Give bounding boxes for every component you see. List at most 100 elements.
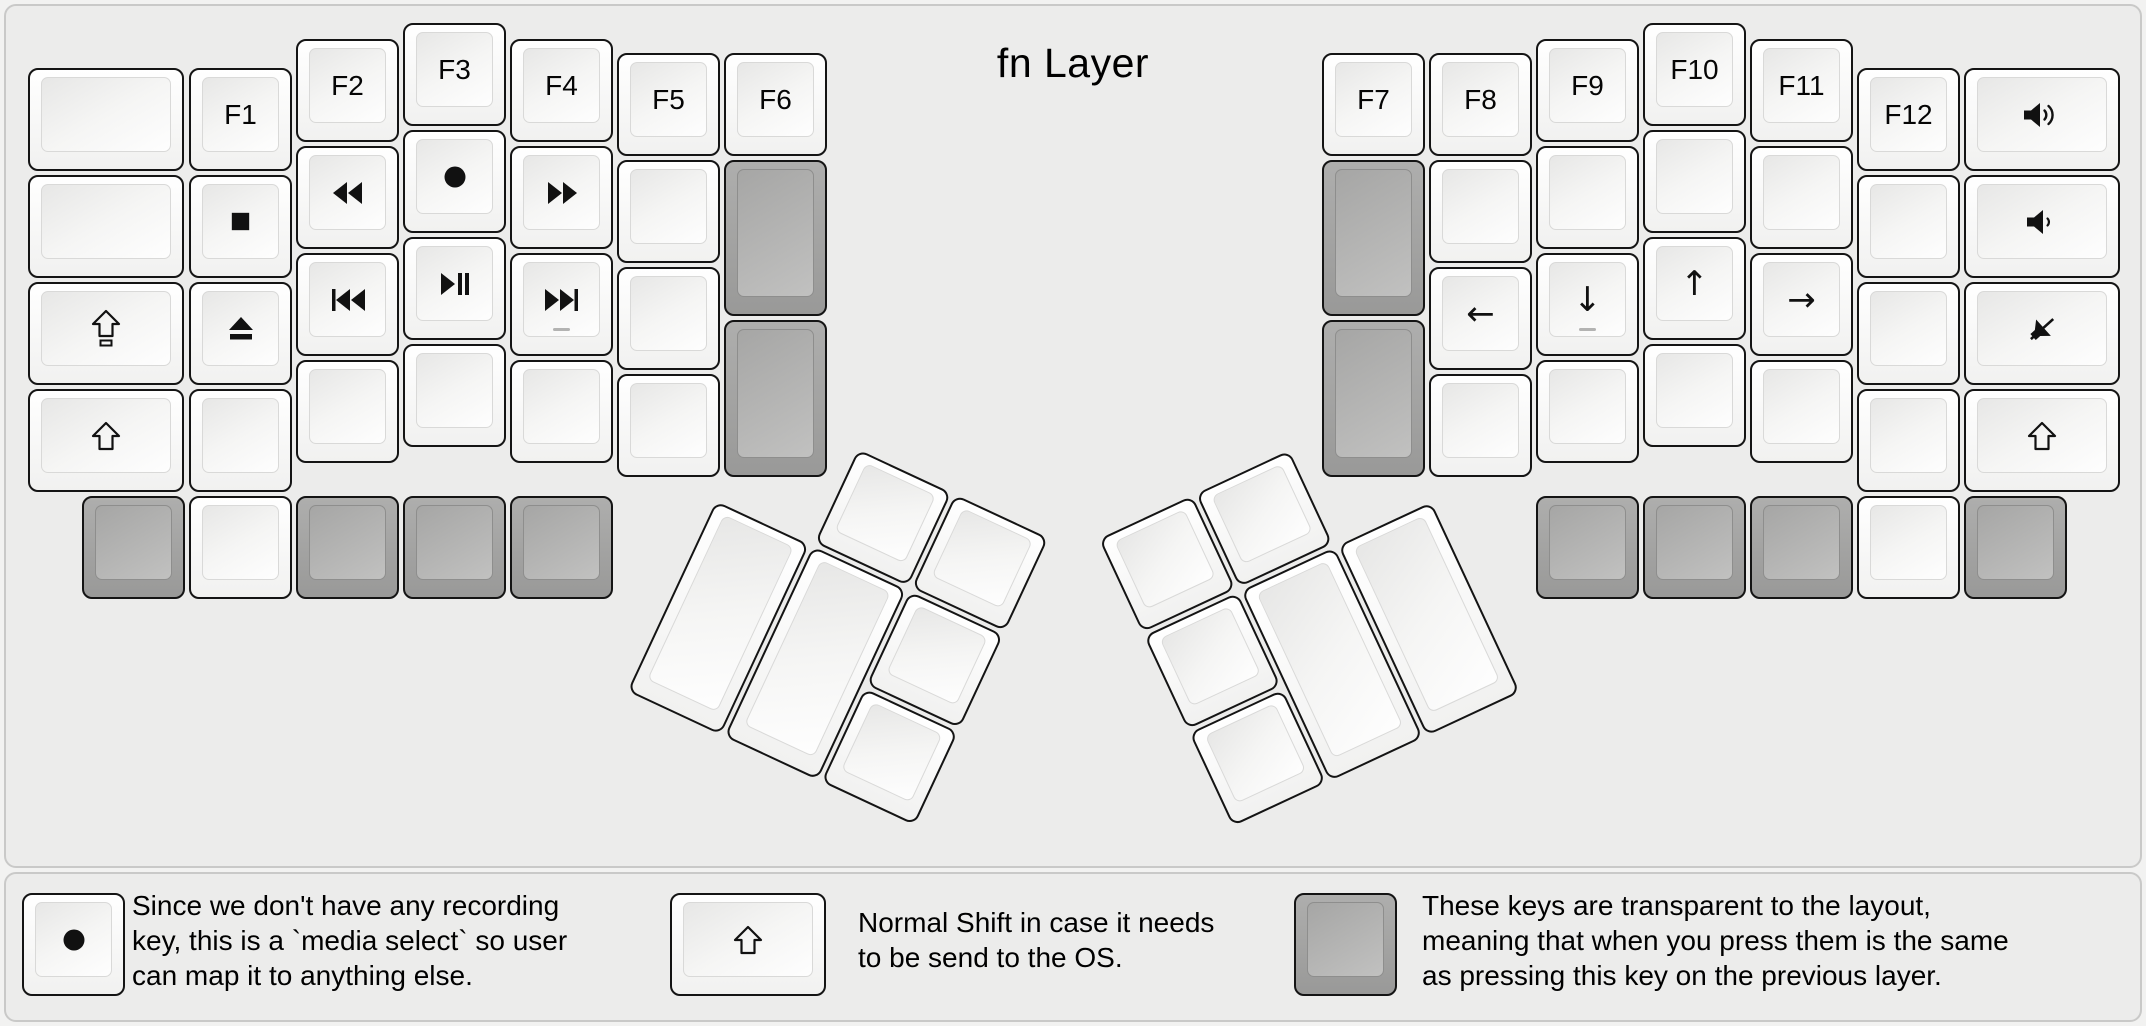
fast-forward-icon bbox=[545, 180, 579, 206]
key-volume-up[interactable] bbox=[1964, 68, 2120, 171]
key-blank[interactable] bbox=[1857, 496, 1960, 599]
key-transparent[interactable] bbox=[724, 160, 827, 316]
key-transparent[interactable] bbox=[403, 496, 506, 599]
key-caps-lock[interactable] bbox=[28, 282, 184, 385]
key-label: F5 bbox=[652, 83, 685, 115]
key-blank[interactable] bbox=[403, 344, 506, 447]
key-arrow-left[interactable]: ← bbox=[1429, 267, 1532, 370]
key-f9[interactable]: F9 bbox=[1536, 39, 1639, 142]
shift-icon bbox=[89, 420, 123, 452]
arrow-down-icon: ↓ bbox=[1573, 279, 1602, 320]
key-fast-forward[interactable] bbox=[510, 146, 613, 249]
volume-up-icon bbox=[2021, 100, 2063, 130]
key-blank[interactable] bbox=[296, 360, 399, 463]
key-volume-mute[interactable] bbox=[1964, 282, 2120, 385]
key-label: F4 bbox=[545, 69, 578, 101]
arrow-left-icon: ← bbox=[1466, 293, 1495, 334]
prev-track-icon bbox=[329, 287, 367, 313]
key-blank[interactable] bbox=[1857, 175, 1960, 278]
key-blank[interactable] bbox=[1536, 360, 1639, 463]
play-pause-icon bbox=[438, 270, 472, 298]
legend-panel: Since we don't have any recording key, t… bbox=[4, 872, 2142, 1022]
key-f6[interactable]: F6 bbox=[724, 53, 827, 156]
key-arrow-down[interactable]: ↓ bbox=[1536, 253, 1639, 356]
record-icon bbox=[60, 926, 88, 954]
layer-title: fn Layer bbox=[996, 40, 1150, 86]
key-transparent[interactable] bbox=[1750, 496, 1853, 599]
key-transparent[interactable] bbox=[1536, 496, 1639, 599]
key-blank[interactable] bbox=[1750, 360, 1853, 463]
key-stop[interactable] bbox=[189, 175, 292, 278]
key-blank[interactable] bbox=[1429, 160, 1532, 263]
key-transparent[interactable] bbox=[724, 320, 827, 477]
key-next-track[interactable] bbox=[510, 253, 613, 356]
key-blank[interactable] bbox=[1643, 344, 1746, 447]
key-blank[interactable] bbox=[510, 360, 613, 463]
key-f11[interactable]: F11 bbox=[1750, 39, 1853, 142]
caps-lock-icon bbox=[89, 309, 123, 349]
key-blank[interactable] bbox=[1429, 374, 1532, 477]
arrow-up-icon: ↑ bbox=[1680, 263, 1709, 304]
key-transparent[interactable] bbox=[82, 496, 185, 599]
key-label: F8 bbox=[1464, 83, 1497, 115]
key-transparent[interactable] bbox=[296, 496, 399, 599]
legend-key-record bbox=[22, 893, 125, 996]
key-blank[interactable] bbox=[1857, 282, 1960, 385]
key-blank[interactable] bbox=[189, 389, 292, 492]
key-f4[interactable]: F4 bbox=[510, 39, 613, 142]
legend-key-transparent bbox=[1294, 893, 1397, 996]
key-label: F11 bbox=[1778, 69, 1825, 101]
key-blank[interactable] bbox=[1643, 130, 1746, 233]
key-transparent[interactable] bbox=[1322, 160, 1425, 316]
key-transparent[interactable] bbox=[1964, 496, 2067, 599]
key-arrow-right[interactable]: → bbox=[1750, 253, 1853, 356]
eject-icon bbox=[226, 315, 256, 343]
key-f2[interactable]: F2 bbox=[296, 39, 399, 142]
key-label: F6 bbox=[759, 83, 792, 115]
key-transparent[interactable] bbox=[1322, 320, 1425, 477]
key-label: F10 bbox=[1670, 53, 1719, 85]
key-f12[interactable]: F12 bbox=[1857, 68, 1960, 171]
key-transparent[interactable] bbox=[510, 496, 613, 599]
key-shift[interactable] bbox=[28, 389, 184, 492]
key-f7[interactable]: F7 bbox=[1322, 53, 1425, 156]
next-track-icon bbox=[543, 287, 581, 313]
key-f8[interactable]: F8 bbox=[1429, 53, 1532, 156]
legend-text-normal-shift: Normal Shift in case it needs to be send… bbox=[858, 907, 1215, 973]
homing-dash bbox=[553, 327, 570, 331]
key-blank[interactable] bbox=[189, 496, 292, 599]
key-blank[interactable] bbox=[1536, 146, 1639, 249]
legend-key-shift bbox=[670, 893, 826, 996]
key-blank[interactable] bbox=[617, 374, 720, 477]
record-icon bbox=[441, 163, 469, 191]
key-blank[interactable] bbox=[617, 267, 720, 370]
key-f1[interactable]: F1 bbox=[189, 68, 292, 171]
key-label: F3 bbox=[438, 53, 471, 85]
volume-down-icon bbox=[2024, 207, 2060, 237]
homing-dash bbox=[1579, 327, 1596, 331]
key-label: F2 bbox=[331, 69, 364, 101]
volume-mute-icon bbox=[2024, 313, 2060, 345]
key-record[interactable] bbox=[403, 130, 506, 233]
legend-text-transparent: These keys are transparent to the layout… bbox=[1422, 890, 2009, 991]
rewind-icon bbox=[331, 180, 365, 206]
key-blank[interactable] bbox=[28, 68, 184, 171]
legend-text-media-select: Since we don't have any recording key, t… bbox=[132, 890, 568, 991]
key-prev-track[interactable] bbox=[296, 253, 399, 356]
key-play-pause[interactable] bbox=[403, 237, 506, 340]
key-volume-down[interactable] bbox=[1964, 175, 2120, 278]
key-arrow-up[interactable]: ↑ bbox=[1643, 237, 1746, 340]
key-label: F7 bbox=[1357, 83, 1390, 115]
key-blank[interactable] bbox=[1857, 389, 1960, 492]
key-blank[interactable] bbox=[617, 160, 720, 263]
key-transparent[interactable] bbox=[1643, 496, 1746, 599]
key-f5[interactable]: F5 bbox=[617, 53, 720, 156]
key-rewind[interactable] bbox=[296, 146, 399, 249]
key-eject[interactable] bbox=[189, 282, 292, 385]
key-f10[interactable]: F10 bbox=[1643, 23, 1746, 126]
key-blank[interactable] bbox=[28, 175, 184, 278]
key-f3[interactable]: F3 bbox=[403, 23, 506, 126]
key-blank[interactable] bbox=[1750, 146, 1853, 249]
key-shift[interactable] bbox=[1964, 389, 2120, 492]
